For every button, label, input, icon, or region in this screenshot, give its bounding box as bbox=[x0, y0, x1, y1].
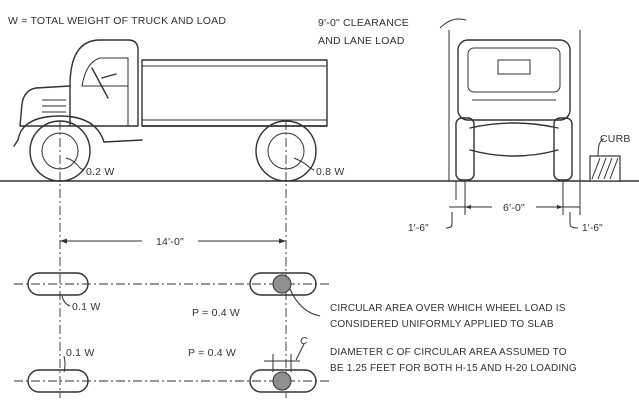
rear-bottom-footprint bbox=[249, 369, 317, 393]
front-axle-lower bbox=[469, 149, 559, 157]
front-axle-upper bbox=[469, 122, 559, 129]
labels: W = TOTAL WEIGHT OF TRUCK AND LOAD 9'-0"… bbox=[8, 15, 631, 374]
front-grille-top bbox=[497, 59, 531, 75]
running-board bbox=[103, 139, 143, 143]
truck-side-view bbox=[0, 39, 639, 182]
left-offset-leader bbox=[445, 212, 453, 229]
front-wheel-load-bottom: 0.1 W bbox=[66, 347, 94, 359]
front-axle-load: 0.2 W bbox=[86, 166, 114, 178]
wheelbase-label: 14'-0" bbox=[156, 236, 184, 248]
wheel-load-plan bbox=[14, 121, 330, 398]
truck-front-view bbox=[439, 18, 621, 229]
curb-hatch bbox=[591, 157, 619, 180]
wheelbase-arrow-left bbox=[60, 238, 67, 244]
front-wheel-load-top: 0.1 W bbox=[72, 301, 100, 313]
circular-area-note-line1: CIRCULAR AREA OVER WHICH WHEEL LOAD IS bbox=[330, 303, 566, 314]
rear-axle-load: 0.8 W bbox=[316, 166, 344, 178]
rear-top-footprint bbox=[249, 272, 317, 296]
bumper bbox=[13, 139, 19, 147]
left-offset-label: 1'-6" bbox=[408, 223, 429, 234]
circular-area-leader bbox=[289, 288, 321, 317]
front-bottom-leader bbox=[63, 355, 66, 373]
wheel-track-label: 6'-0" bbox=[503, 202, 525, 214]
steering-wheel-rim bbox=[101, 73, 117, 79]
track-arrow-right bbox=[557, 205, 563, 209]
circular-area-note-line2: CONSIDERED UNIFORMLY APPLIED TO SLAB bbox=[330, 319, 554, 330]
hood bbox=[19, 85, 71, 127]
curb-label: CURB bbox=[600, 133, 631, 145]
track-label-bg bbox=[492, 200, 536, 214]
track-arrow-left bbox=[465, 205, 471, 209]
rear-wheel-load-bottom: P = 0.4 W bbox=[188, 347, 236, 359]
front-left-tire bbox=[455, 117, 475, 181]
curb-leader bbox=[597, 138, 605, 157]
clearance-label-line2: AND LANE LOAD bbox=[318, 35, 405, 47]
cab-window bbox=[81, 57, 129, 87]
front-windshield bbox=[467, 47, 561, 93]
wheelbase-arrow-right bbox=[279, 238, 286, 244]
rear-load-leader bbox=[293, 157, 315, 171]
steering-wheel bbox=[91, 67, 109, 99]
rear-top-load-circle bbox=[272, 274, 292, 294]
front-fender bbox=[17, 115, 105, 143]
front-right-tire bbox=[553, 117, 573, 181]
right-offset-leader bbox=[569, 212, 579, 229]
rear-bottom-load-circle bbox=[272, 371, 292, 391]
clearance-leader bbox=[439, 18, 467, 29]
rear-wheel-load-top: P = 0.4 W bbox=[192, 307, 240, 319]
front-load-leader bbox=[65, 157, 85, 171]
diameter-note-line1: DIAMETER C OF CIRCULAR AREA ASSUMED TO bbox=[330, 347, 567, 358]
clearance-label-line1: 9'-0" CLEARANCE bbox=[318, 17, 409, 29]
front-cab bbox=[457, 39, 571, 121]
front-top-leader bbox=[61, 295, 71, 307]
w-definition: W = TOTAL WEIGHT OF TRUCK AND LOAD bbox=[8, 15, 226, 27]
front-top-footprint bbox=[27, 272, 89, 296]
right-offset-label: 1'-6" bbox=[582, 223, 603, 234]
front-bottom-footprint bbox=[27, 369, 89, 393]
diameter-symbol: C bbox=[300, 335, 308, 347]
diameter-leader bbox=[295, 343, 305, 361]
wheelbase-label-bg bbox=[142, 234, 198, 248]
diameter-note-line2: BE 1.25 FEET FOR BOTH H-15 AND H-20 LOAD… bbox=[330, 363, 577, 374]
cargo-body bbox=[141, 59, 328, 127]
cab bbox=[69, 39, 139, 127]
